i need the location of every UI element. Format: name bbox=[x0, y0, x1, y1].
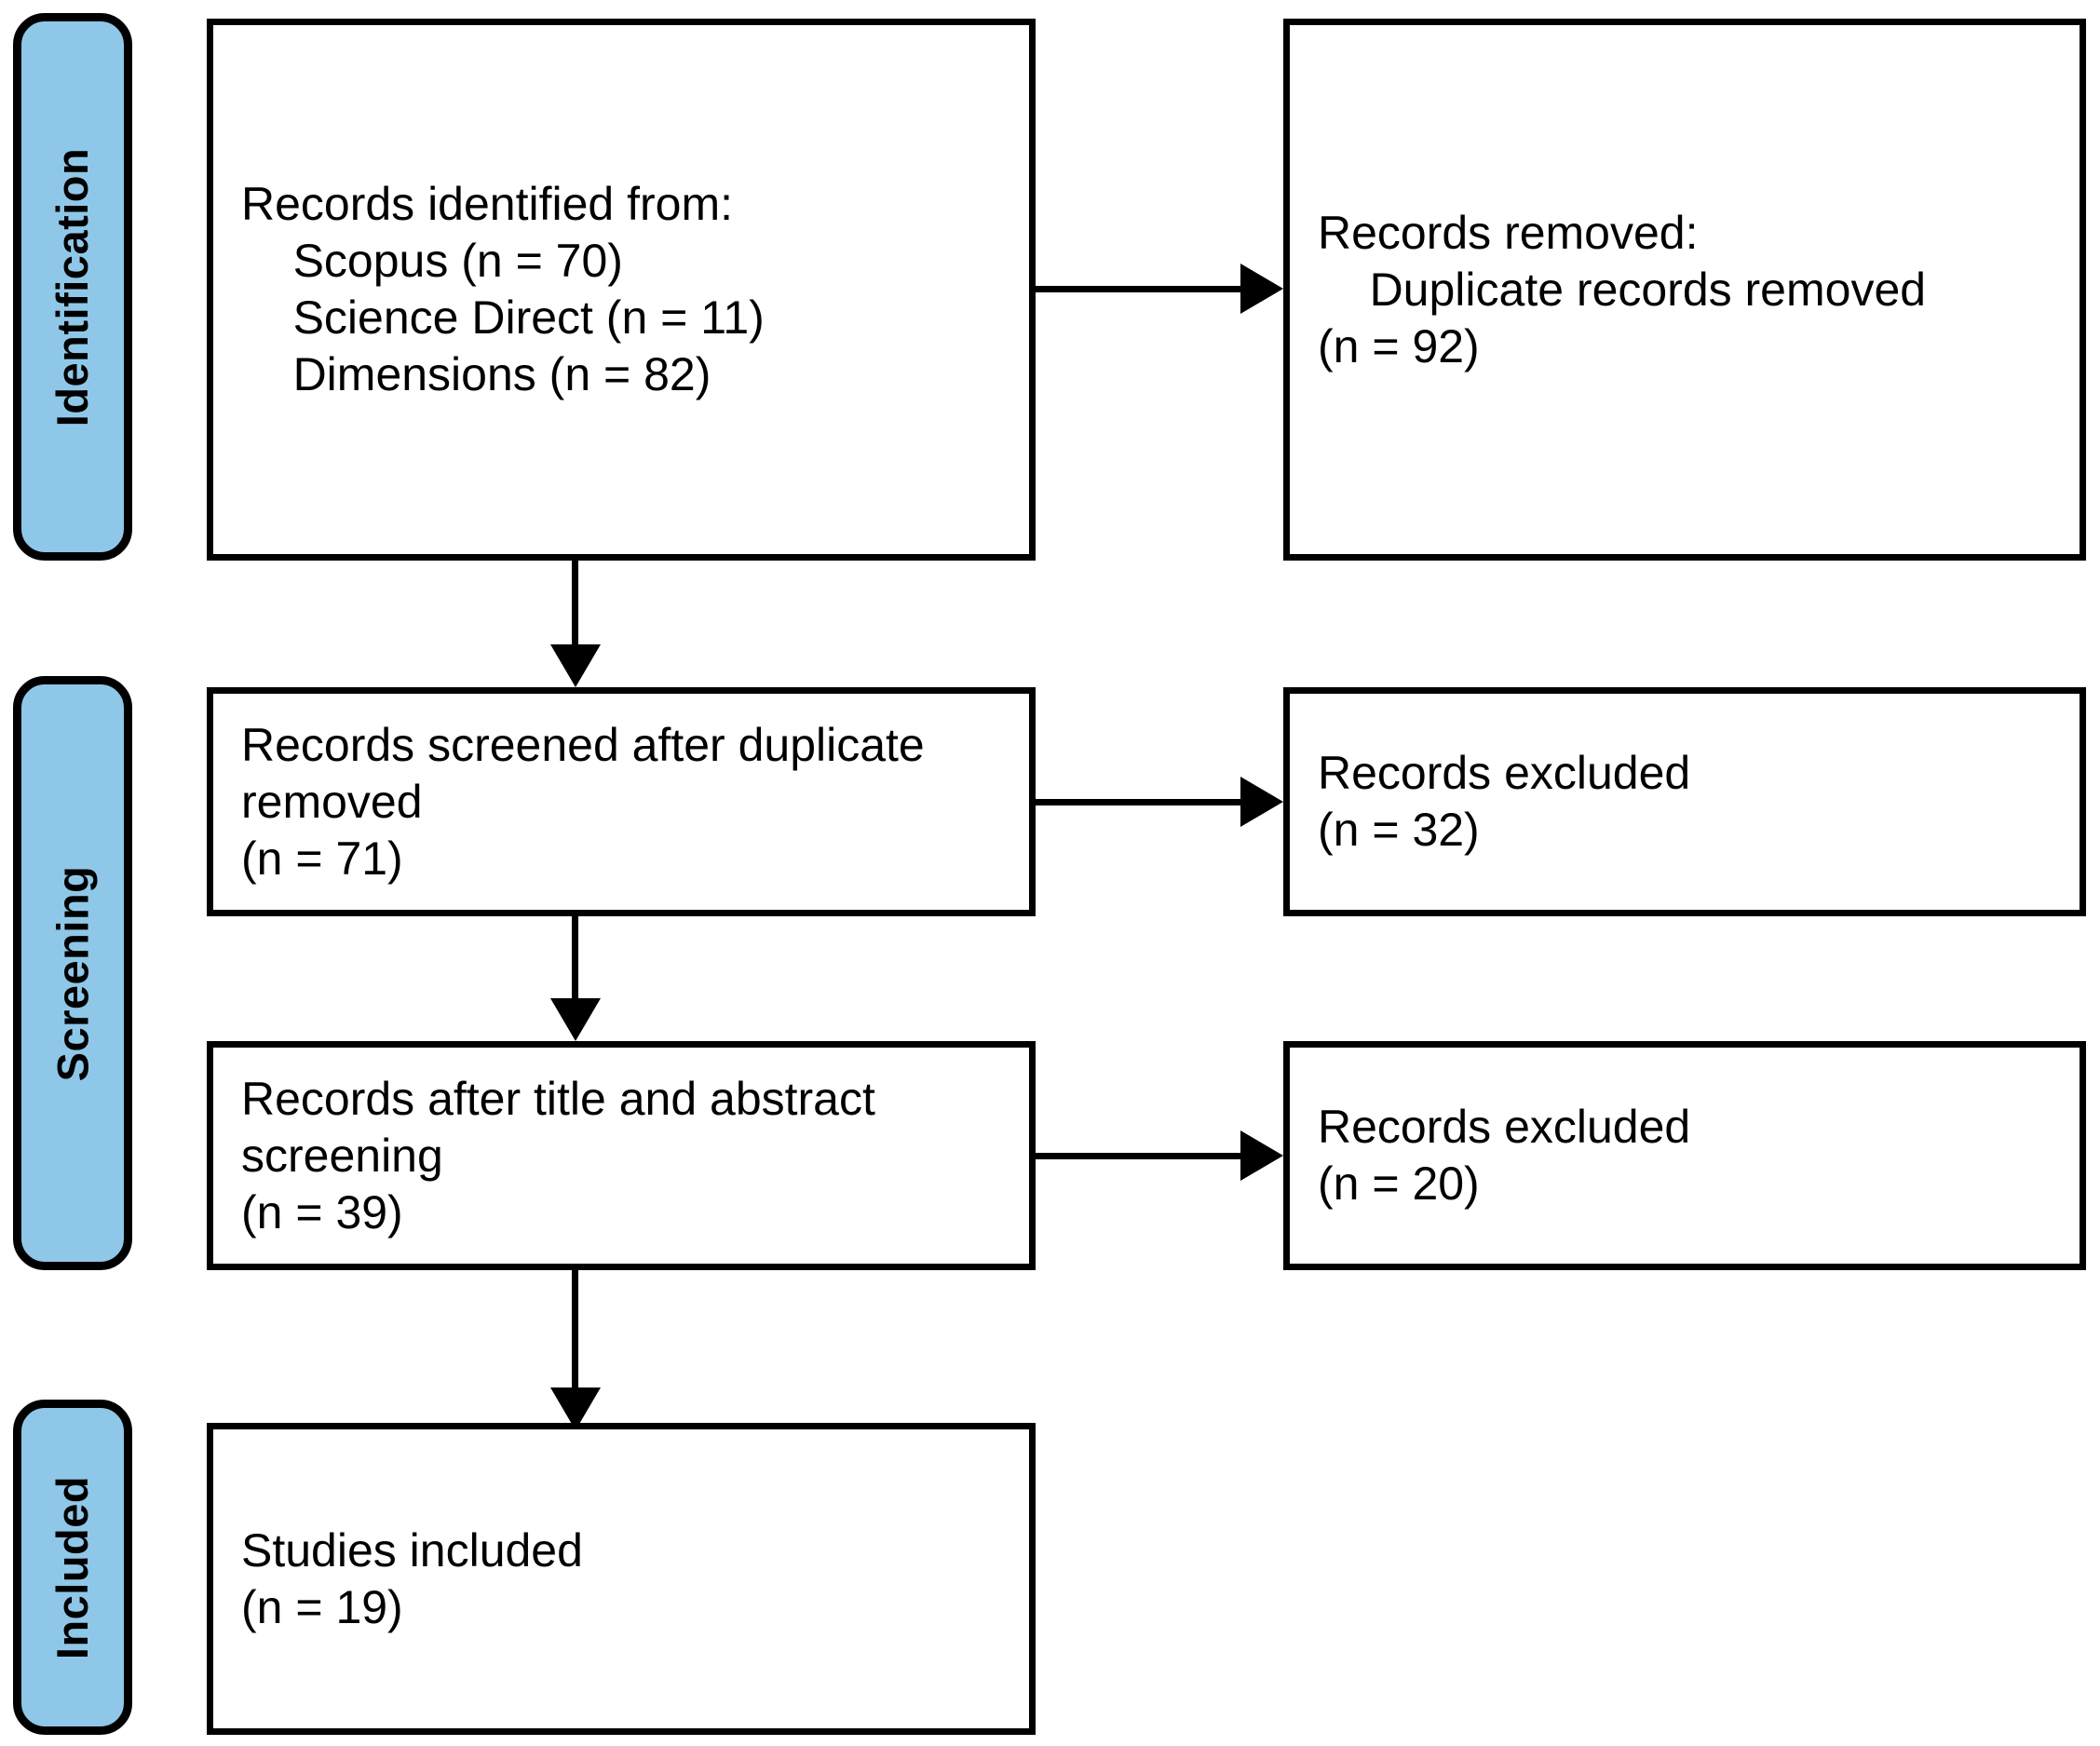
box-records-after-title-abstract-text: Records after title and abstract screeni… bbox=[241, 1072, 875, 1238]
box-records-after-title-abstract: Records after title and abstract screeni… bbox=[207, 1041, 1036, 1270]
connector-identified-to-screened-arrowhead bbox=[550, 644, 601, 687]
connector-screened-to-excluded-1-line bbox=[1036, 799, 1244, 805]
connector-title-abstract-to-excluded-2-arrowhead bbox=[1240, 1130, 1283, 1181]
box-records-screened: Records screened after duplicate removed… bbox=[207, 687, 1036, 916]
stage-label-screening: Screening bbox=[13, 676, 132, 1270]
box-records-identified-text: Records identified from: Scopus (n = 70)… bbox=[241, 178, 765, 400]
connector-identified-to-screened-line bbox=[572, 561, 578, 656]
box-studies-included-text: Studies included (n = 19) bbox=[241, 1523, 583, 1633]
box-records-excluded-2-text: Records excluded (n = 20) bbox=[1318, 1101, 1691, 1210]
box-studies-included: Studies included (n = 19) bbox=[207, 1423, 1036, 1735]
stage-label-identification: Identification bbox=[13, 13, 132, 561]
box-records-excluded-2: Records excluded (n = 20) bbox=[1283, 1041, 2086, 1270]
connector-screened-to-excluded-1-arrowhead bbox=[1240, 777, 1283, 827]
connector-screened-to-title-abstract-arrowhead bbox=[550, 998, 601, 1041]
box-records-screened-text: Records screened after duplicate removed… bbox=[241, 718, 925, 885]
stage-label-included: Included bbox=[13, 1400, 132, 1735]
stage-label-included-text: Included bbox=[47, 1475, 98, 1659]
box-records-removed: Records removed: Duplicate records remov… bbox=[1283, 19, 2086, 561]
box-records-excluded-1: Records excluded (n = 32) bbox=[1283, 687, 2086, 916]
box-records-identified: Records identified from: Scopus (n = 70)… bbox=[207, 19, 1036, 561]
connector-identified-to-removed-line bbox=[1036, 286, 1244, 292]
stage-label-identification-text: Identification bbox=[47, 147, 98, 426]
connector-screened-to-title-abstract-line bbox=[572, 916, 578, 1009]
stage-label-screening-text: Screening bbox=[47, 865, 98, 1081]
connector-title-abstract-to-included-line bbox=[572, 1270, 578, 1399]
box-records-excluded-1-text: Records excluded (n = 32) bbox=[1318, 747, 1691, 856]
connector-title-abstract-to-excluded-2-line bbox=[1036, 1153, 1244, 1159]
box-records-removed-text: Records removed: Duplicate records remov… bbox=[1318, 206, 1927, 372]
connector-identified-to-removed-arrowhead bbox=[1240, 264, 1283, 314]
